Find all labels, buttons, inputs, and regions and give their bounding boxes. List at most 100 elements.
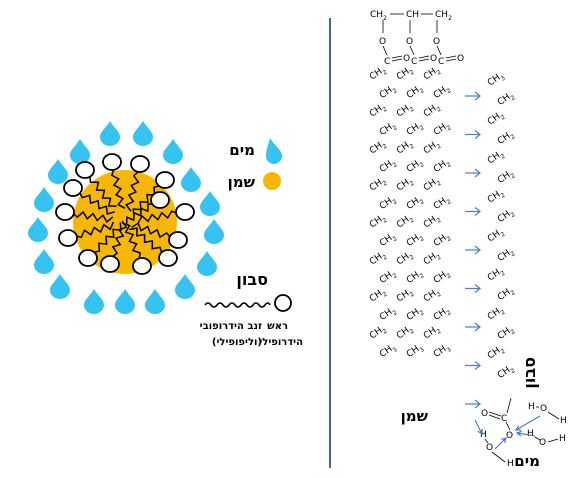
water-drop (115, 289, 135, 314)
reaction-arrow-head (474, 284, 481, 293)
chain-group-label: CH2 (368, 138, 389, 158)
ester-carbon: C (411, 57, 417, 67)
reaction-arrows (465, 91, 481, 409)
chain-group-label: CH2 (405, 305, 426, 325)
chain-group-label: CH2 (378, 194, 399, 214)
chain-group-label: CH2 (378, 231, 399, 251)
soap-chain: CH3CH2CH2CH2CH2CH2CH2CH2CH2CH2CH2CH2CH2C… (486, 70, 517, 381)
soap-tail (132, 185, 160, 217)
chain-group-label: CH2 (486, 226, 507, 246)
soap-tail (129, 227, 163, 254)
chain-group-label: CH2 (395, 175, 416, 195)
chain-group-label: CH3 (432, 342, 453, 362)
ester-bond (436, 45, 442, 56)
chain-group-label: CH2 (378, 305, 399, 325)
chain-group-label: CH2 (496, 90, 517, 110)
chain-group-label: CH2 (422, 286, 443, 306)
soap-molecule-structure: CH3CH2CH2CH2CH2CH2CH2CH2CH2CH2CH2CH2CH2C… (474, 70, 567, 470)
ester-carbon: C (384, 57, 390, 67)
ester-bond (382, 45, 388, 56)
chain-group-label: CH2 (432, 157, 453, 177)
carbonyl-double-bond-b (488, 414, 501, 420)
carbonyl-bond (445, 58, 457, 62)
legend: מים שמן (228, 138, 282, 191)
reaction-arrow-head (474, 399, 481, 409)
carbonyl-bond (418, 58, 430, 62)
chain-group-label: CH2 (395, 286, 416, 306)
water-hydrogen: H (527, 429, 534, 439)
soap-head (155, 171, 175, 189)
chain-group-label: CH2 (486, 343, 507, 363)
oil-legend-icon (263, 172, 281, 190)
chain-group-label: CH2 (395, 249, 416, 269)
carbonyl-oxygen: O (457, 54, 464, 64)
soap-tail (137, 210, 178, 224)
water-drop-legend-icon (266, 138, 282, 164)
soap-tail (79, 192, 116, 215)
carbonyl-double-bond-a (488, 411, 502, 417)
soap-tail-squiggle (204, 302, 271, 308)
carboxyl-carbon: C (501, 414, 507, 424)
chain-group-label: CH2 (422, 175, 443, 195)
soap-legend: סבון ראש הידרופילי זנב הידרופובי (וליפופ… (200, 270, 303, 348)
chain-group-label: CH2 (395, 138, 416, 158)
chain-group-label: CH2 (432, 83, 453, 103)
water-bond (547, 438, 559, 443)
reaction-arrow-head (474, 207, 481, 216)
water-drop (100, 121, 120, 146)
soap-head (168, 231, 188, 249)
carbonyl-bond (445, 55, 457, 59)
soap-head (102, 153, 122, 171)
carboxylate-group: O C O (481, 397, 513, 441)
water-oxygen: O (486, 443, 493, 453)
soap-head (75, 161, 95, 179)
chain-group-label: CH2 (432, 305, 453, 325)
reaction-arrow-head (474, 245, 481, 255)
soap-tail (89, 176, 117, 207)
water-hydrogen: H (560, 416, 567, 426)
chain-group-label: CH2 (432, 194, 453, 214)
chain-group-label: CH2 (368, 101, 389, 121)
reaction-arrow-head (474, 361, 481, 370)
water-drop (34, 187, 54, 212)
chain-group-label: CH2 (378, 268, 399, 288)
legend-water-label: מים (229, 141, 255, 159)
chain-group-label: CH2 (422, 101, 443, 121)
carbonyl-bond (418, 55, 430, 59)
chain-group-label: CH2 (486, 109, 507, 129)
water-hydrogen: H (559, 434, 566, 444)
chain-group-label: CH2 (368, 286, 389, 306)
water-drop (28, 217, 48, 242)
chain-group-label: CH2 (432, 231, 453, 251)
chain-group-label: CH2 (378, 120, 399, 140)
carbonyl-oxygen: O (403, 54, 410, 64)
water-drop (197, 251, 217, 276)
soap-head (132, 257, 152, 275)
soap-title: סבון (236, 270, 268, 289)
chain-group-label: CH3 (405, 342, 426, 362)
water-oxygen: O (540, 404, 547, 414)
chain-group-label: CH2 (496, 129, 517, 149)
water-bond (484, 438, 489, 444)
chain-group-label: CH2 (496, 246, 517, 266)
soap-head (158, 249, 178, 267)
chain-group-label: CH2 (432, 268, 453, 288)
water-drop (181, 167, 201, 192)
soap-head-icon (274, 294, 292, 312)
reaction-arrow-head (474, 130, 481, 139)
soap-tail-label-2: (וליפופילי) (212, 337, 262, 348)
chain-group-label: CH2 (368, 323, 389, 343)
soap-tail (125, 203, 154, 225)
chain-group-label: CH2 (422, 323, 443, 343)
chain-group-label: CH2 (422, 212, 443, 232)
soap-head (58, 229, 78, 247)
soap-tail (110, 169, 126, 209)
soap-head-label-1: ראש (267, 321, 288, 332)
chain-group-label: CH3 (486, 70, 507, 90)
soap-head (63, 179, 83, 197)
chain-group-label: CH2 (368, 212, 389, 232)
soap-tail (125, 171, 140, 212)
chain-group-label: CH2 (405, 194, 426, 214)
soap-head-label-2: הידרופילי (259, 337, 303, 348)
chain-group-label: CH2 (395, 101, 416, 121)
